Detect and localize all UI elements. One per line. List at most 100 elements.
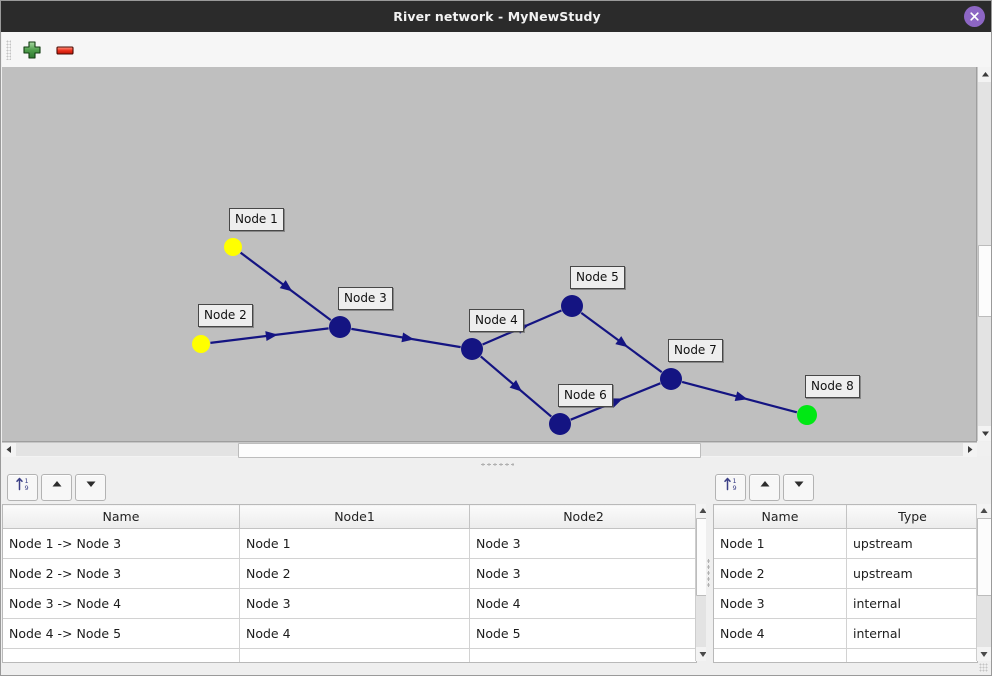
svg-text:9: 9 — [24, 484, 28, 492]
vertical-scroll-thumb[interactable] — [978, 245, 991, 317]
scroll-down-arrow-icon[interactable] — [978, 426, 991, 441]
network-graph — [192, 238, 817, 435]
graph-node-node-8[interactable] — [797, 405, 817, 425]
graph-area: Node 1 Node 2 Node 3 Node 4 Node 5 Node 6 Node… — [2, 67, 991, 458]
nodes-move-up-icon[interactable] — [749, 474, 780, 501]
canvas-horizontal-scrollbar[interactable] — [2, 442, 977, 458]
edge-arrow-icon — [265, 331, 278, 342]
vertical-splitter[interactable] — [706, 469, 712, 675]
graph-node-node-6[interactable] — [549, 413, 571, 435]
splitter-grip-icon — [480, 463, 514, 466]
horizontal-scroll-thumb[interactable] — [238, 443, 701, 458]
red-minus-icon[interactable] — [54, 39, 76, 61]
graph-node-node-1[interactable] — [224, 238, 242, 256]
graph-node-node-2[interactable] — [192, 335, 210, 353]
graph-node-label-node-1[interactable]: Node 1 — [229, 208, 284, 231]
nodes-table-row-empty[interactable] — [714, 648, 977, 662]
reaches-move-down-icon[interactable] — [75, 474, 106, 501]
nodes-scroll-down-arrow-icon[interactable] — [977, 647, 991, 661]
close-icon[interactable] — [964, 6, 985, 27]
reaches-sort-ascending-icon[interactable]: 1 9 — [7, 474, 38, 501]
nodes-col-type[interactable]: Type — [846, 505, 977, 529]
nodes-table-row-cell-name[interactable]: Node 2 — [714, 558, 847, 589]
nodes-vertical-scrollbar[interactable] — [976, 504, 991, 661]
edge-arrow-icon — [609, 398, 623, 408]
reaches-table-row-cell-node2[interactable]: Node 3 — [469, 528, 696, 559]
resize-grip-icon[interactable] — [979, 663, 988, 672]
nodes-table-row-cell-type[interactable]: upstream — [846, 558, 977, 589]
nodes-table-row-cell-type[interactable]: internal — [846, 588, 977, 619]
scroll-up-arrow-icon[interactable] — [978, 67, 991, 82]
reaches-table-row-cell-node2[interactable]: Node 3 — [469, 558, 696, 589]
nodes-col-name[interactable]: Name — [714, 505, 847, 529]
green-plus-icon[interactable] — [21, 39, 43, 61]
empty-cell[interactable] — [714, 648, 847, 662]
graph-node-node-4[interactable] — [461, 338, 483, 360]
scroll-left-arrow-icon[interactable] — [2, 443, 16, 456]
graph-node-label-node-2[interactable]: Node 2 — [198, 304, 253, 327]
graph-node-label-node-3[interactable]: Node 3 — [338, 287, 393, 310]
reaches-col-name[interactable]: Name — [3, 505, 240, 529]
graph-node-label-node-5[interactable]: Node 5 — [570, 266, 625, 289]
nodes-header-row: Name Type — [714, 505, 977, 529]
window-title: River network - MyNewStudy — [393, 9, 601, 24]
graph-node-label-node-7[interactable]: Node 7 — [668, 339, 723, 362]
graph-node-label-node-4[interactable]: Node 4 — [469, 309, 524, 332]
graph-node-label-node-6[interactable]: Node 6 — [558, 384, 613, 407]
graph-node-label-node-8[interactable]: Node 8 — [805, 375, 860, 398]
nodes-scroll-up-arrow-icon[interactable] — [977, 504, 991, 518]
reaches-table-row-cell-name[interactable]: Node 2 -> Node 3 — [3, 558, 240, 589]
scroll-right-arrow-icon[interactable] — [963, 443, 977, 456]
reaches-table-row-cell-name[interactable]: Node 1 -> Node 3 — [3, 528, 240, 559]
empty-cell[interactable] — [3, 648, 240, 662]
nodes-table-row-cell-name[interactable]: Node 1 — [714, 528, 847, 559]
edge-arrow-icon — [615, 336, 628, 348]
graph-node-node-3[interactable] — [329, 316, 351, 338]
reaches-table-row-cell-node1[interactable]: Node 4 — [239, 618, 470, 649]
nodes-table-row-cell-type[interactable]: internal — [846, 618, 977, 649]
reaches-table-row-cell-name[interactable]: Node 3 -> Node 4 — [3, 588, 240, 619]
nodes-table-row-cell-type[interactable]: upstream — [846, 528, 977, 559]
canvas-vertical-scrollbar[interactable] — [977, 67, 991, 441]
graph-node-node-5[interactable] — [561, 295, 583, 317]
reaches-move-up-icon[interactable] — [41, 474, 72, 501]
toolbar-drag-handle[interactable] — [6, 40, 11, 60]
reaches-table-row-cell-node2[interactable]: Node 5 — [469, 618, 696, 649]
nodes-table-row-cell-name[interactable]: Node 3 — [714, 588, 847, 619]
nodes-move-down-icon[interactable] — [783, 474, 814, 501]
edge-arrow-icon — [509, 380, 522, 392]
edge-arrow-icon — [734, 391, 748, 402]
nodes-table-row-cell-name[interactable]: Node 4 — [714, 618, 847, 649]
reaches-table-row-cell-node2[interactable]: Node 4 — [469, 588, 696, 619]
reaches-table-row-empty[interactable] — [3, 648, 696, 662]
nodes-sort-ascending-icon[interactable]: 1 9 — [715, 474, 746, 501]
reaches-col-node1[interactable]: Node1 — [239, 505, 470, 529]
reaches-table-row-cell-node1[interactable]: Node 3 — [239, 588, 470, 619]
reaches-header-row: Name Node1 Node2 — [3, 505, 696, 529]
svg-text:9: 9 — [732, 484, 736, 492]
reaches-table-row-cell-node1[interactable]: Node 1 — [239, 528, 470, 559]
reaches-table-row-cell-name[interactable]: Node 4 -> Node 5 — [3, 618, 240, 649]
reaches-table-row-cell-node1[interactable]: Node 2 — [239, 558, 470, 589]
network-diagram-canvas[interactable]: Node 1 Node 2 Node 3 Node 4 Node 5 Node 6 Node… — [2, 67, 977, 442]
empty-cell[interactable] — [846, 648, 977, 662]
empty-cell[interactable] — [469, 648, 696, 662]
reaches-col-node2[interactable]: Node2 — [469, 505, 696, 529]
vertical-splitter-grip-icon — [707, 557, 710, 588]
graph-node-node-7[interactable] — [660, 368, 682, 390]
horizontal-splitter[interactable] — [2, 458, 991, 469]
empty-cell[interactable] — [239, 648, 470, 662]
nodes-scroll-thumb[interactable] — [977, 518, 991, 596]
